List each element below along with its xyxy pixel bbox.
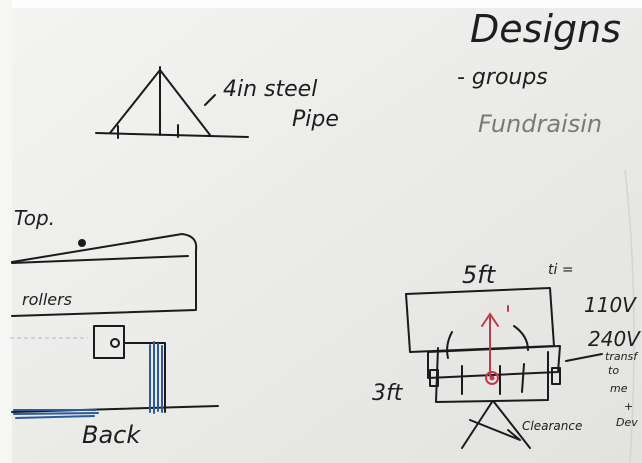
list-item-fundraising: Fundraisin <box>478 110 602 138</box>
back-label: Back <box>82 421 141 449</box>
rollers-label: rollers <box>22 290 72 309</box>
width-label: 5ft <box>462 261 497 289</box>
top-edge <box>0 0 642 8</box>
tripod-sketch <box>95 66 249 139</box>
transformer-note-1: transf <box>605 350 639 363</box>
cart-sketch <box>405 287 603 449</box>
voltage-110: 110V <box>584 293 637 317</box>
transformer-note-3: me <box>610 382 628 395</box>
transformer-note-2: to <box>608 364 619 377</box>
red-note: ti = <box>548 262 574 278</box>
tripod-label-steel: 4in steel <box>223 77 317 102</box>
board-edge-line <box>624 169 635 463</box>
clearance-label: Clearance <box>522 419 582 433</box>
height-label: 3ft <box>372 381 404 406</box>
designs-title: Designs <box>470 7 621 51</box>
top-marker-dot <box>78 239 86 247</box>
voltage-240: 240V <box>588 327 641 351</box>
transformer-note-4: + <box>624 400 633 413</box>
list-item-groups: - groups <box>457 65 548 90</box>
left-edge <box>0 0 12 463</box>
cart-red-arrow <box>481 305 509 385</box>
back-view-blue-pipes <box>13 341 163 419</box>
tripod-label-pipe: Pipe <box>292 107 339 132</box>
top-label: Top. <box>14 206 55 230</box>
transformer-note-5: Dev <box>616 416 638 429</box>
top-view-box <box>11 233 198 317</box>
